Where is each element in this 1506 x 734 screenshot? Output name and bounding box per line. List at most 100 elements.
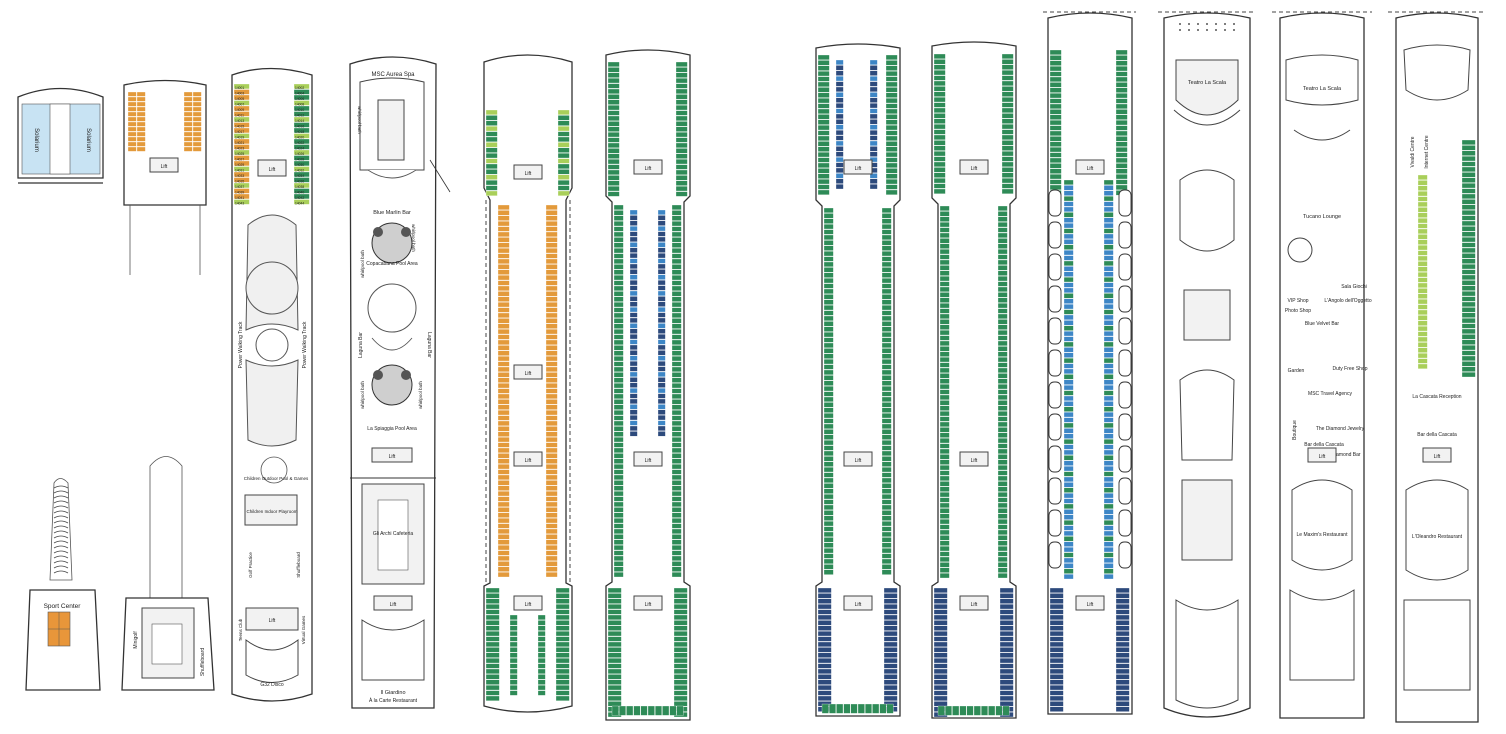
cabin-cell	[675, 78, 688, 84]
cabin-cell	[835, 103, 844, 109]
cabin-cell	[997, 492, 1008, 498]
cabin-cell	[1049, 98, 1062, 104]
cabin-cell	[939, 573, 950, 579]
cabin-cell	[881, 402, 892, 408]
cabin-cell	[485, 147, 498, 153]
cabin-cell	[883, 598, 898, 604]
cabin-cell	[1103, 201, 1114, 207]
cabin-cell	[997, 232, 1008, 238]
cabin-cell	[293, 144, 310, 150]
cabin-cell	[999, 658, 1014, 664]
cabin-cell	[939, 524, 950, 530]
cabin-number: 14036	[295, 180, 304, 184]
cabin-cell	[1001, 70, 1014, 76]
cabin-cell	[1103, 314, 1114, 320]
cabin-number: 14011	[235, 114, 244, 118]
seat-dot	[1215, 29, 1217, 31]
cabin-cell	[233, 149, 250, 156]
cabin-cell	[835, 108, 844, 114]
cabin-cell	[1103, 428, 1114, 434]
cabin-cell	[497, 485, 510, 491]
deck-walking-track: Lift Power Walking Track Power Walking T…	[231, 67, 313, 702]
cabin-cell	[1417, 277, 1428, 283]
cabin-cell	[1115, 587, 1130, 593]
cabin-cell	[823, 207, 834, 213]
cabin-cell	[657, 231, 666, 237]
cabin-cell	[509, 614, 518, 620]
deck4-cabin-numbers: 1400114003140051400714009140111401314015…	[235, 86, 304, 206]
cabin-cell	[1063, 509, 1074, 515]
cabin-cell	[671, 496, 682, 502]
cabin-cell	[835, 97, 844, 103]
cabin-cell	[999, 625, 1014, 631]
cabin-cell	[607, 620, 622, 626]
cabin-cell	[817, 98, 830, 104]
cabin-cell	[555, 641, 570, 647]
cabin-number: 14008	[295, 103, 304, 107]
cabin-cell	[1049, 701, 1064, 707]
cabin-cell	[613, 491, 624, 497]
cabin-cell	[881, 515, 892, 521]
cabin-cell	[823, 294, 834, 300]
cabin-cell	[537, 668, 546, 674]
deck6-lift-b-label: Lift	[525, 371, 532, 377]
cabin-cell	[881, 450, 892, 456]
cabin-cell	[997, 243, 1008, 249]
cabin-cell	[1417, 180, 1428, 186]
cabin-cell	[999, 593, 1014, 599]
cabin-cell	[817, 652, 832, 658]
cabin-cell	[883, 614, 898, 620]
cabin-cell	[657, 398, 666, 404]
cabin-cell	[835, 162, 844, 168]
cabin-cell	[881, 234, 892, 240]
cabin-cell	[545, 453, 558, 459]
cabin-cell	[497, 388, 510, 394]
lifeboat	[1048, 285, 1062, 313]
cabin-cell	[881, 429, 892, 435]
cabin-cell	[997, 324, 1008, 330]
cabin-cell	[999, 614, 1014, 620]
deck3-cabin-grid	[127, 91, 202, 152]
cabin-cell	[1103, 260, 1114, 266]
cabin-cell	[1103, 514, 1114, 520]
cabin-cell	[823, 515, 834, 521]
cabin-cell	[485, 631, 500, 637]
cabin-cell	[1049, 668, 1064, 674]
cabin-cell	[1103, 466, 1114, 472]
cabin-cell	[1461, 280, 1476, 286]
cabin-cell	[1461, 188, 1476, 194]
cabin-cell	[675, 159, 688, 165]
cabin-cell	[885, 152, 898, 158]
deck9-lift-a-label: Lift	[971, 166, 978, 172]
cabin-cell	[497, 539, 510, 545]
court-stripe	[53, 545, 69, 549]
cabin-cell	[671, 285, 682, 291]
cabin-cell	[1063, 374, 1074, 380]
cabin-cell	[869, 140, 878, 146]
cabin-cell	[939, 384, 950, 390]
cabin-cell	[607, 115, 620, 121]
cabin-cell	[817, 173, 830, 179]
cabin-cell	[607, 186, 620, 192]
cabin-cell	[817, 179, 830, 185]
cabin-number: 14031	[235, 169, 244, 173]
cabin-cell	[835, 157, 844, 163]
cabin-cell	[545, 507, 558, 513]
deck4-lift-top-label: Lift	[269, 167, 276, 173]
cabin-cell	[671, 415, 682, 421]
cabin-cell	[657, 253, 666, 259]
cabin-cell	[999, 636, 1014, 642]
cabin-cell	[999, 663, 1014, 669]
cabin-cell	[1417, 272, 1428, 278]
cabin-cell	[1461, 296, 1476, 302]
cabin-cell	[1115, 179, 1128, 185]
cabin-cell	[933, 614, 948, 620]
cabin-cell	[607, 631, 622, 637]
cabin-cell	[997, 481, 1008, 487]
cabin-cell	[657, 420, 666, 426]
cabin-cell	[881, 272, 892, 278]
cabin-cell	[933, 59, 946, 65]
cabin-cell	[497, 204, 510, 210]
cabin-cell	[817, 141, 830, 147]
cabin-cell	[613, 339, 624, 345]
